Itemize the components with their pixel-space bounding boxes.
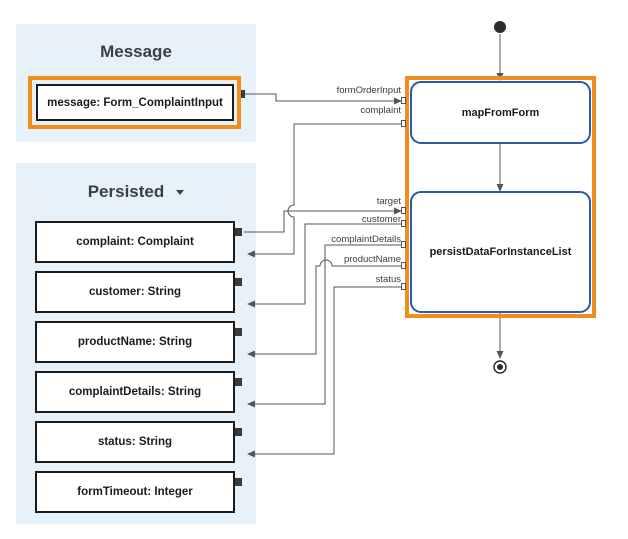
port-label-customer: customer [361, 214, 401, 225]
persisted-box-port[interactable] [235, 378, 242, 386]
persisted-box-complaint[interactable]: complaint: Complaint [35, 221, 235, 263]
port-formorderinput[interactable] [401, 97, 406, 104]
persisted-box-label: formTimeout: Integer [77, 486, 193, 498]
persisted-box-label: productName: String [77, 336, 193, 348]
persisted-box-label: complaintDetails: String [68, 386, 202, 398]
persisted-box-port[interactable] [235, 278, 242, 286]
port-label-complaint: complaint [360, 105, 401, 116]
message-panel: Message [16, 24, 256, 142]
port-complaintdetails[interactable] [401, 241, 406, 248]
port-label-target: target [376, 196, 401, 207]
port-productname[interactable] [401, 262, 406, 269]
message-box-port[interactable] [241, 90, 245, 98]
action-mapfromform[interactable]: mapFromForm [410, 81, 591, 144]
port-complaint[interactable] [401, 120, 406, 127]
port-target[interactable] [401, 207, 406, 214]
action-label: mapFromForm [461, 106, 540, 119]
message-highlight [28, 76, 241, 129]
message-panel-title: Message [100, 42, 172, 61]
persisted-box-label: status: String [97, 436, 173, 448]
wire-customer [247, 223, 402, 308]
wire-productname [247, 259, 402, 358]
persisted-title-text: Persisted [87, 182, 165, 201]
port-status[interactable] [401, 283, 406, 290]
start-node [494, 21, 506, 33]
persisted-box-complaintdetails[interactable]: complaintDetails: String [35, 371, 235, 413]
wire-complaintdetails [247, 244, 402, 408]
persisted-box-label: complaint: Complaint [76, 236, 194, 248]
triangle-down-icon[interactable] [176, 190, 185, 196]
port-label-productname: productName [343, 254, 401, 265]
actions-highlight [405, 76, 596, 318]
port-label-complaintdetails: complaintDetails [331, 234, 401, 245]
persisted-box-port[interactable] [235, 328, 242, 336]
wire-status [247, 286, 402, 458]
action-persistdataforinstancelist[interactable]: persistDataForInstanceList [410, 191, 591, 313]
wire-message-to-formorderinput [244, 93, 402, 105]
end-node-inner [497, 364, 503, 370]
message-box-label: message: Form_ComplaintInput [47, 96, 223, 109]
port-label-formorderinput: formOrderInput [336, 85, 401, 96]
persisted-box-customer[interactable]: customer: String [35, 271, 235, 313]
persisted-box-formtimeout[interactable]: formTimeout: Integer [35, 471, 235, 513]
persisted-panel-title[interactable]: Persisted [16, 182, 256, 202]
persisted-box-port[interactable] [235, 428, 242, 436]
wire-complaint-to-target [244, 207, 402, 233]
persisted-box-label: customer: String [88, 286, 181, 298]
persisted-box-status[interactable]: status: String [35, 421, 235, 463]
port-label-status: status [375, 274, 401, 285]
persisted-box-productname[interactable]: productName: String [35, 321, 235, 363]
action-label: persistDataForInstanceList [429, 246, 572, 258]
message-box[interactable]: message: Form_ComplaintInput [36, 84, 234, 121]
persisted-box-port[interactable] [235, 478, 242, 486]
persisted-box-port[interactable] [235, 228, 242, 236]
port-customer[interactable] [401, 220, 406, 227]
